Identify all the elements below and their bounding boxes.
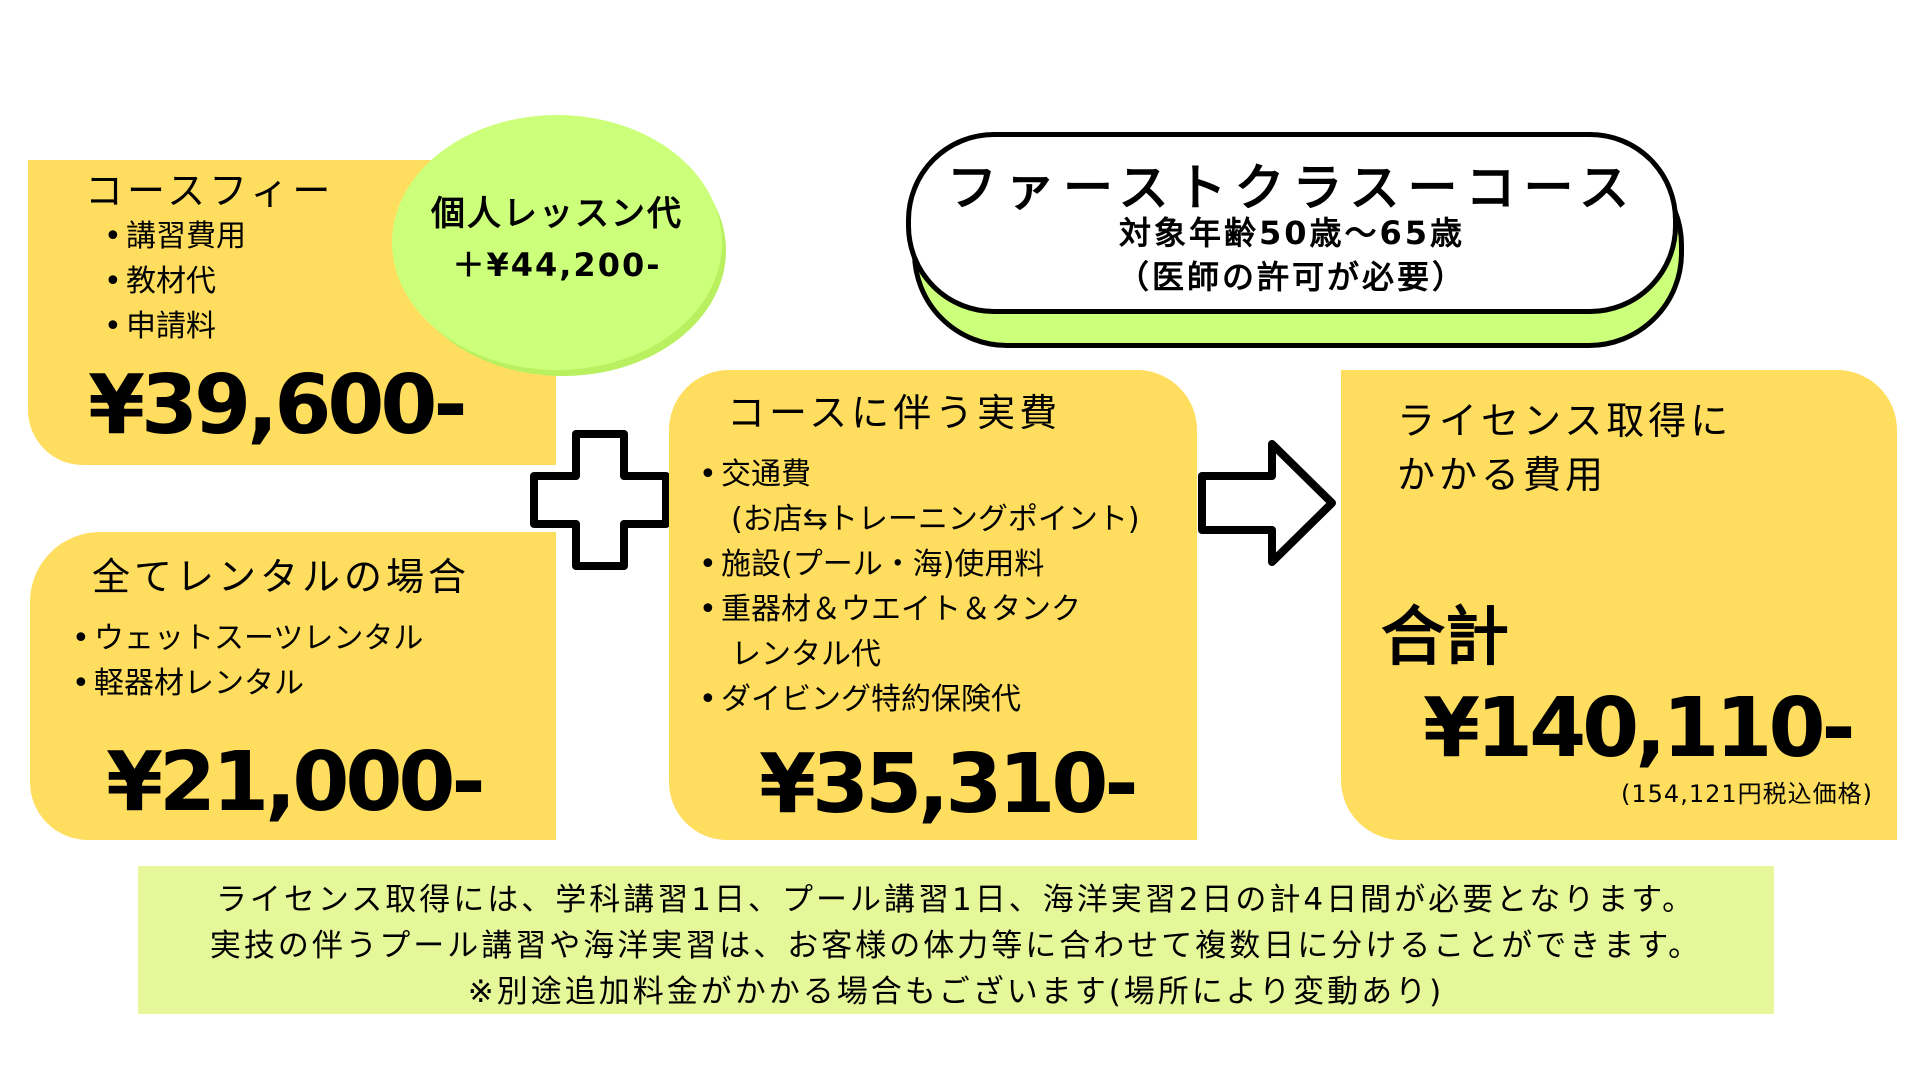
rental-box: 全てレンタルの場合 •ウェットスーツレンタル •軽器材レンタル ¥21,000- bbox=[30, 532, 556, 840]
bullet-dot: • bbox=[72, 666, 90, 701]
bullet-dot: • bbox=[699, 547, 717, 582]
rental-price: ¥21,000- bbox=[106, 735, 486, 830]
tax-note: (154,121円税込価格) bbox=[1621, 780, 1873, 808]
list-item: •申請料 bbox=[104, 304, 246, 349]
plus-icon bbox=[530, 430, 670, 570]
list-item: •教材代 bbox=[104, 259, 246, 304]
private-lesson-badge bbox=[392, 115, 722, 370]
bullet-dot: • bbox=[104, 264, 122, 299]
course-age: 対象年齢50歳〜65歳 bbox=[1118, 214, 1466, 252]
notice-line-1: ライセンス取得には、学科講習1日、プール講習1日、海洋実習2日の計4日間が必要と… bbox=[215, 882, 1697, 918]
rental-list: •ウェットスーツレンタル •軽器材レンタル bbox=[72, 616, 423, 706]
course-fee-list: •講習費用 •教材代 •申請料 bbox=[104, 214, 246, 349]
course-fee-title: コースフィー bbox=[85, 169, 335, 213]
total-box: ライセンス取得に かかる費用 合計 ¥140,110- (154,121円税込価… bbox=[1341, 370, 1897, 840]
notice-box: ライセンス取得には、学科講習1日、プール講習1日、海洋実習2日の計4日間が必要と… bbox=[138, 866, 1774, 1014]
list-item: •交通費(お店⇆トレーニングポイント) bbox=[699, 452, 1140, 542]
list-item: •施設(プール・海)使用料 bbox=[699, 542, 1140, 587]
notice-line-2: 実技の伴うプール講習や海洋実習は、お客様の体力等に合わせて複数日に分けることがで… bbox=[209, 928, 1703, 964]
bullet-dot: • bbox=[72, 621, 90, 656]
total-label: 合計 bbox=[1381, 601, 1509, 675]
bullet-dot: • bbox=[699, 457, 717, 492]
list-item: •軽器材レンタル bbox=[72, 661, 423, 706]
list-item: •ダイビング特約保険代 bbox=[699, 677, 1140, 722]
course-fee-price: ¥39,600- bbox=[88, 358, 468, 453]
bullet-dot: • bbox=[699, 682, 717, 717]
right-arrow-icon bbox=[1198, 440, 1336, 566]
total-price: ¥140,110- bbox=[1423, 681, 1856, 776]
list-item: •重器材＆ウエイト＆タンクレンタル代 bbox=[699, 587, 1140, 677]
bullet-dot: • bbox=[699, 592, 717, 627]
rental-title: 全てレンタルの場合 bbox=[92, 555, 471, 599]
expenses-title: コースに伴う実費 bbox=[727, 391, 1062, 435]
title-pill bbox=[906, 132, 1678, 314]
expenses-list: •交通費(お店⇆トレーニングポイント) •施設(プール・海)使用料 •重器材＆ウ… bbox=[699, 452, 1140, 722]
list-item: •講習費用 bbox=[104, 214, 246, 259]
private-lesson-label: 個人レッスン代 bbox=[431, 194, 683, 234]
total-title-line2: かかる費用 bbox=[1397, 453, 1608, 497]
expenses-price: ¥35,310- bbox=[759, 737, 1139, 832]
total-title-line1: ライセンス取得に bbox=[1397, 399, 1733, 443]
list-item: •ウェットスーツレンタル bbox=[72, 616, 423, 661]
notice-line-3: ※別途追加料金がかかる場合もございます(場所により変動あり) bbox=[467, 974, 1445, 1010]
private-lesson-price: ＋¥44,200- bbox=[452, 246, 662, 284]
expenses-box: コースに伴う実費 •交通費(お店⇆トレーニングポイント) •施設(プール・海)使… bbox=[669, 370, 1197, 840]
course-note: （医師の許可が必要） bbox=[1116, 258, 1467, 296]
course-title: ファーストクラスーコース bbox=[947, 159, 1637, 217]
bullet-dot: • bbox=[104, 309, 122, 344]
bullet-dot: • bbox=[104, 219, 122, 254]
